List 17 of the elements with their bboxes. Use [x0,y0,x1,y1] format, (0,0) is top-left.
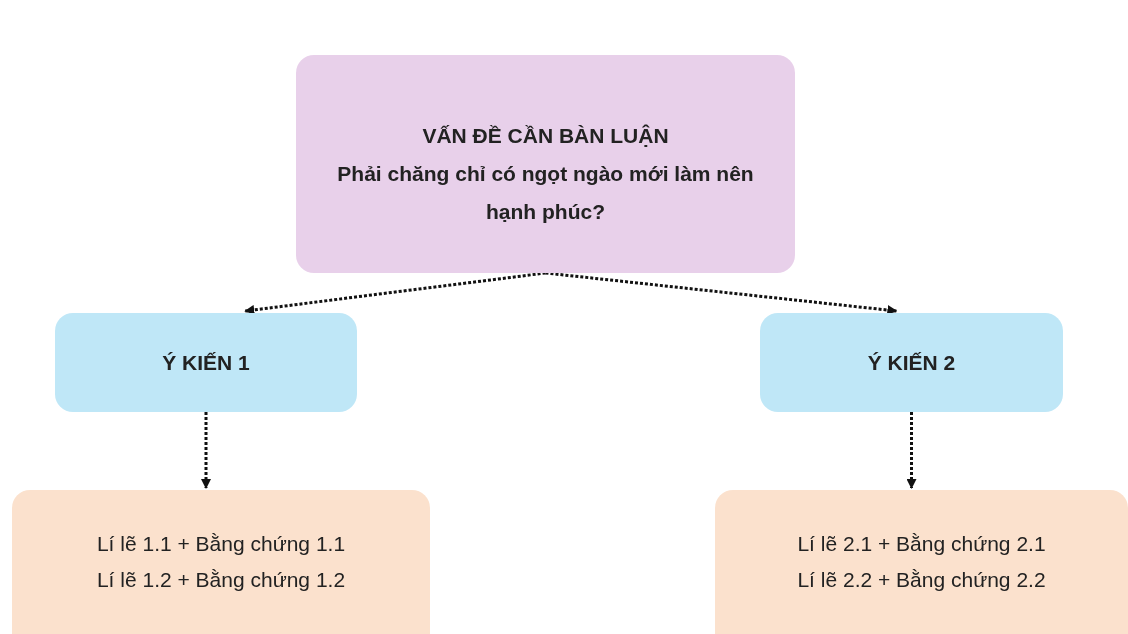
issue-box [296,55,795,273]
dotted-arrow [201,412,211,489]
box-text: Lí lẽ 1.2 + Bằng chứng 1.2 [96,567,346,593]
box-text: Lí lẽ 2.1 + Bằng chứng 2.1 [797,531,1046,557]
box-text: Lí lẽ 1.1 + Bằng chứng 1.1 [96,531,346,557]
opinion-box [55,313,357,412]
box-heading: VẤN ĐỀ CẦN BÀN LUẬN [421,123,670,149]
opinion-box [760,313,1063,412]
reason-box [12,490,430,634]
box-text: Ý KIẾN 2 [867,349,956,376]
dotted-arrow [906,412,917,489]
box-text: Lí lẽ 2.2 + Bằng chứng 2.2 [797,567,1046,593]
dotted-arrow [244,271,546,315]
box-text: Ý KIẾN 1 [162,349,250,376]
reason-box [715,490,1128,634]
dotted-arrow [545,271,898,315]
box-text: Phải chăng chỉ có ngọt ngào mới làm nên hạnh phúc? [336,161,755,225]
